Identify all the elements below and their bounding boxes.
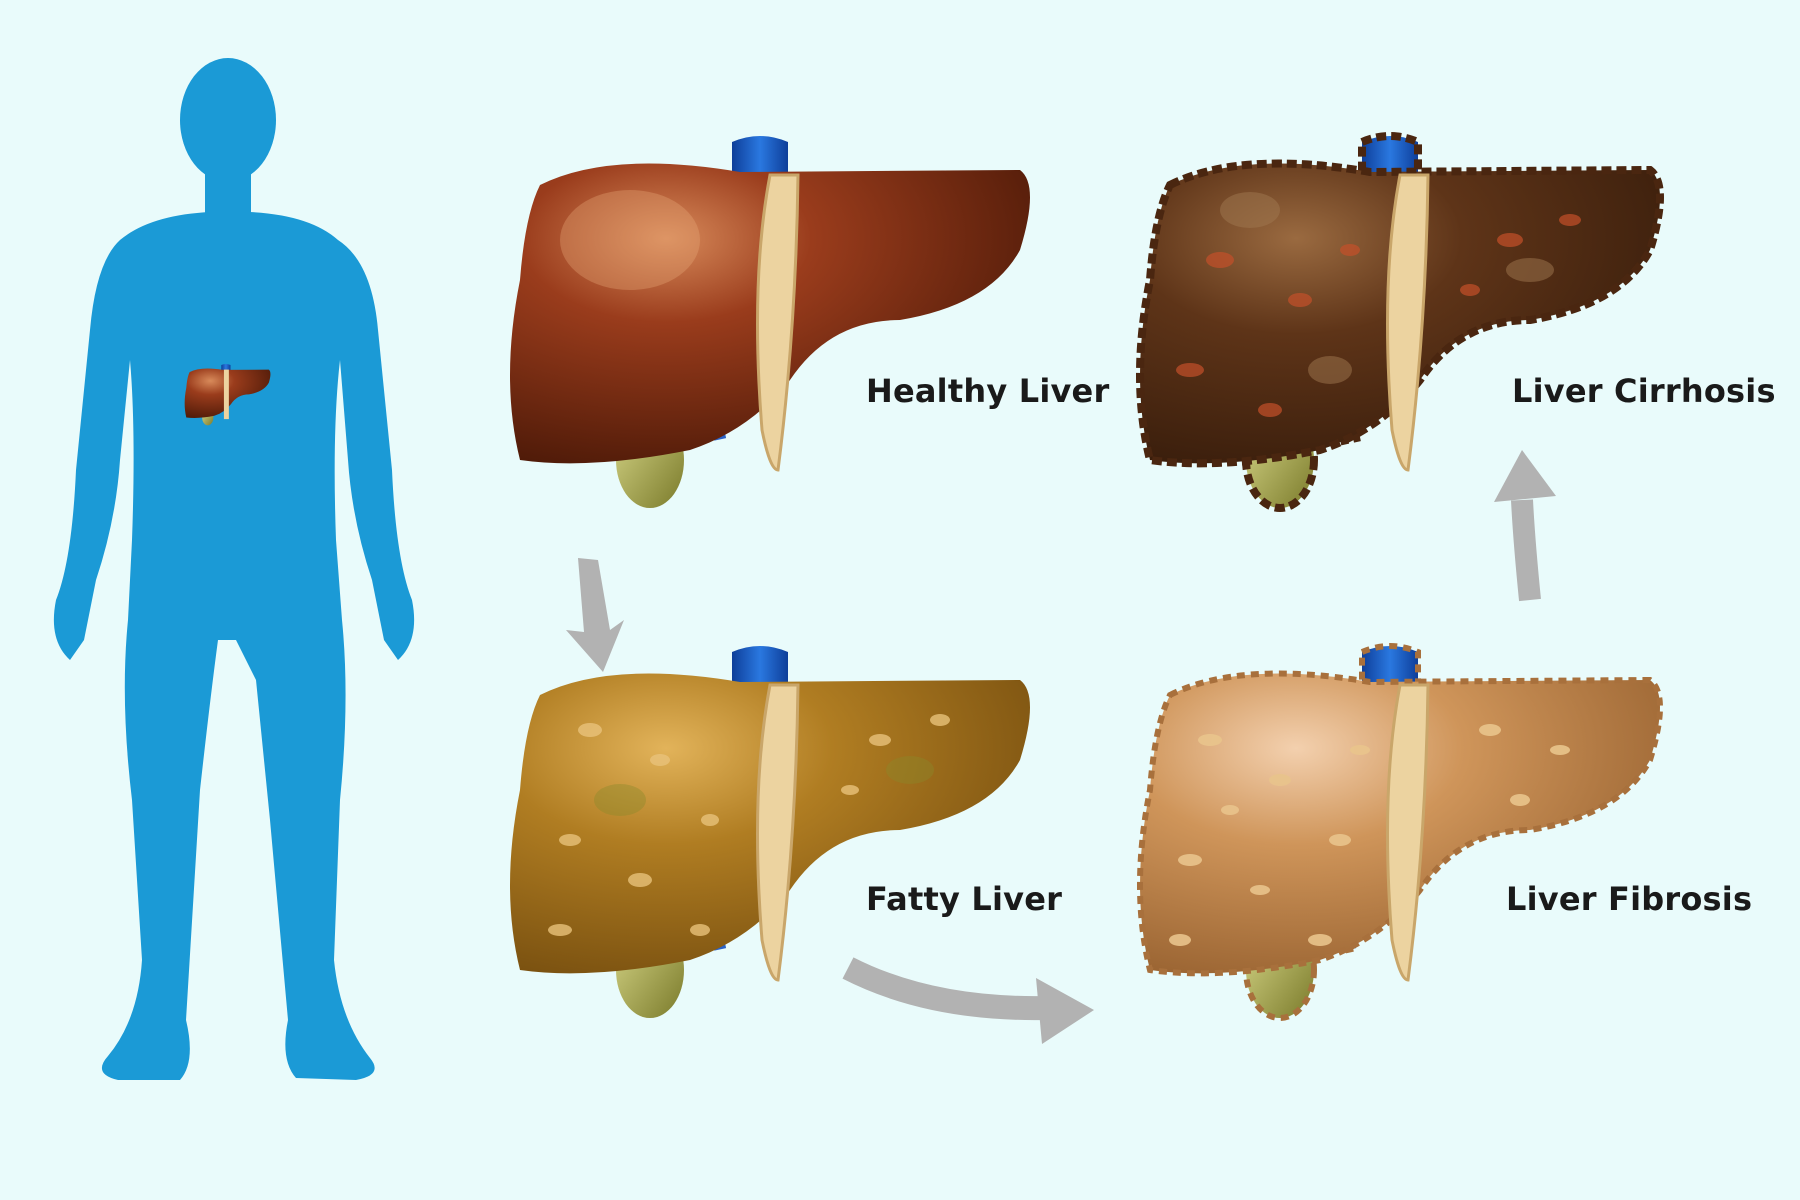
body-liver-icon: [184, 363, 271, 426]
label-liver-fibrosis: Liver Fibrosis: [1506, 880, 1753, 918]
liver-fatty: [510, 646, 1030, 1018]
label-fatty-liver: Fatty Liver: [866, 880, 1063, 918]
label-liver-cirrhosis: Liver Cirrhosis: [1512, 372, 1776, 410]
liver-fibrosis: [1140, 646, 1660, 1018]
arrow-icon-healthy-to-fatty: [566, 558, 624, 672]
human-silhouette-icon: [53, 58, 415, 1080]
label-healthy-liver: Healthy Liver: [866, 372, 1110, 410]
liver-cirrhosis: [1140, 136, 1660, 508]
arrow-icon-fibrosis-to-cirrhosis: [1494, 450, 1556, 602]
arrow-icon-fatty-to-fibrosis: [842, 957, 1094, 1044]
liver-healthy: [510, 136, 1030, 508]
